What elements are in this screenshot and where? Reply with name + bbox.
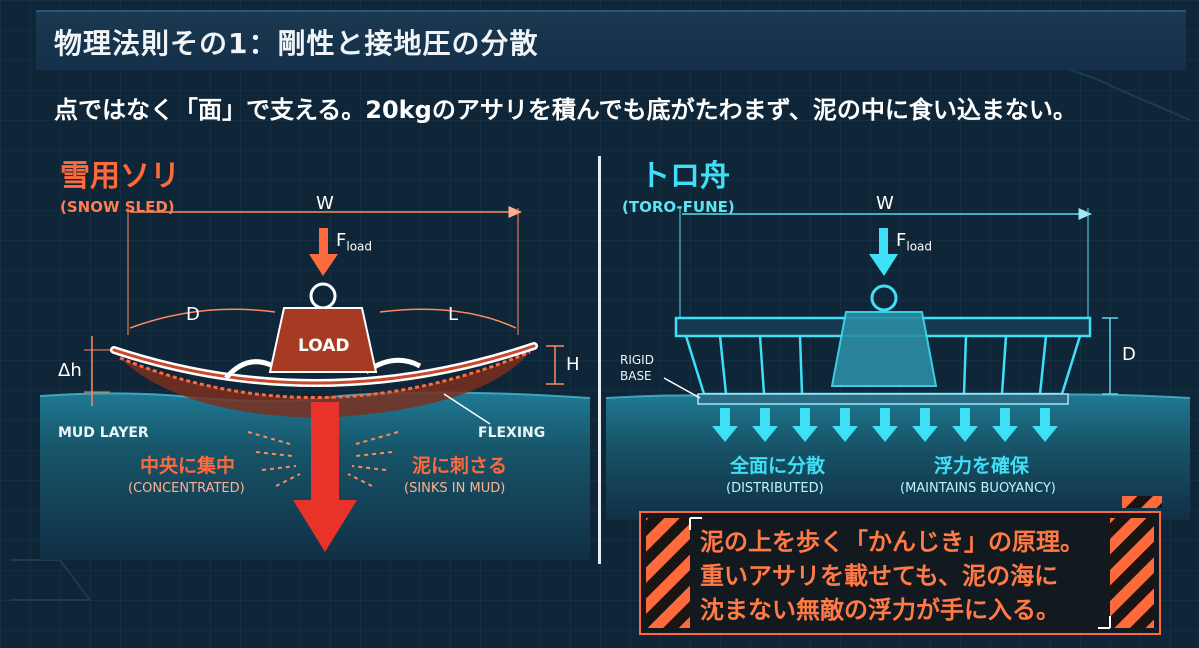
- sled-dh-label: Δh: [58, 360, 82, 381]
- torofune-title: トロ舟: [640, 159, 730, 194]
- sled-title: 雪用ソリ: [60, 159, 180, 194]
- page-subtitle: 点ではなく「面」で支える。20kgのアサリを積んでも底がたわまず、泥の中に食い込…: [54, 96, 1077, 124]
- force-arrow-icon: [309, 228, 338, 276]
- buoyancy-label: 浮力を確保: [934, 455, 1030, 477]
- concentrated-label: 中央に集中: [140, 455, 236, 477]
- torofune-subtitle: (TORO-FUNE): [622, 198, 735, 216]
- note-text: 泥の上を歩く「かんじき」の原理。 重いアサリを載せても、泥の海に 沈まない無敵の…: [700, 525, 1084, 627]
- note-line-3: 沈まない無敵の浮力が手に入る。: [700, 596, 1060, 624]
- distributed-sublabel: (DISTRIBUTED): [726, 481, 824, 496]
- sinks-sublabel: (SINKS IN MUD): [404, 481, 506, 496]
- torofune-force-label: Fload: [896, 230, 933, 254]
- load-weight-icon: [268, 282, 378, 373]
- distributed-label: 全面に分散: [730, 455, 826, 477]
- mud-layer-label: MUD LAYER: [58, 425, 149, 441]
- sled-force-label: Fload: [336, 230, 373, 254]
- torofune-d-label: D: [1122, 344, 1136, 365]
- note-line-2: 重いアサリを載せても、泥の海に: [700, 562, 1059, 590]
- panel-divider: [598, 156, 601, 564]
- sled-d-label: D: [186, 304, 200, 325]
- title-bar: [36, 10, 1186, 70]
- load-label: LOAD: [298, 336, 350, 356]
- sled-width-label: W: [316, 193, 334, 214]
- flexing-label: FLEXING: [478, 425, 546, 441]
- support-arrow-icon: [712, 408, 1058, 442]
- sinks-label: 泥に刺さる: [412, 455, 508, 477]
- sled-l-label: L: [448, 304, 459, 325]
- page-title: 物理法則その1：剛性と接地圧の分散: [54, 27, 539, 60]
- note-line-1: 泥の上を歩く「かんじき」の原理。: [700, 528, 1084, 556]
- concentrated-sublabel: (CONCENTRATED): [128, 481, 245, 496]
- buoyancy-sublabel: (MAINTAINS BUOYANCY): [900, 481, 1056, 496]
- sled-h-label: H: [566, 354, 580, 375]
- sled-subtitle: (SNOW SLED): [60, 198, 175, 216]
- torofune-width-label: W: [876, 193, 894, 214]
